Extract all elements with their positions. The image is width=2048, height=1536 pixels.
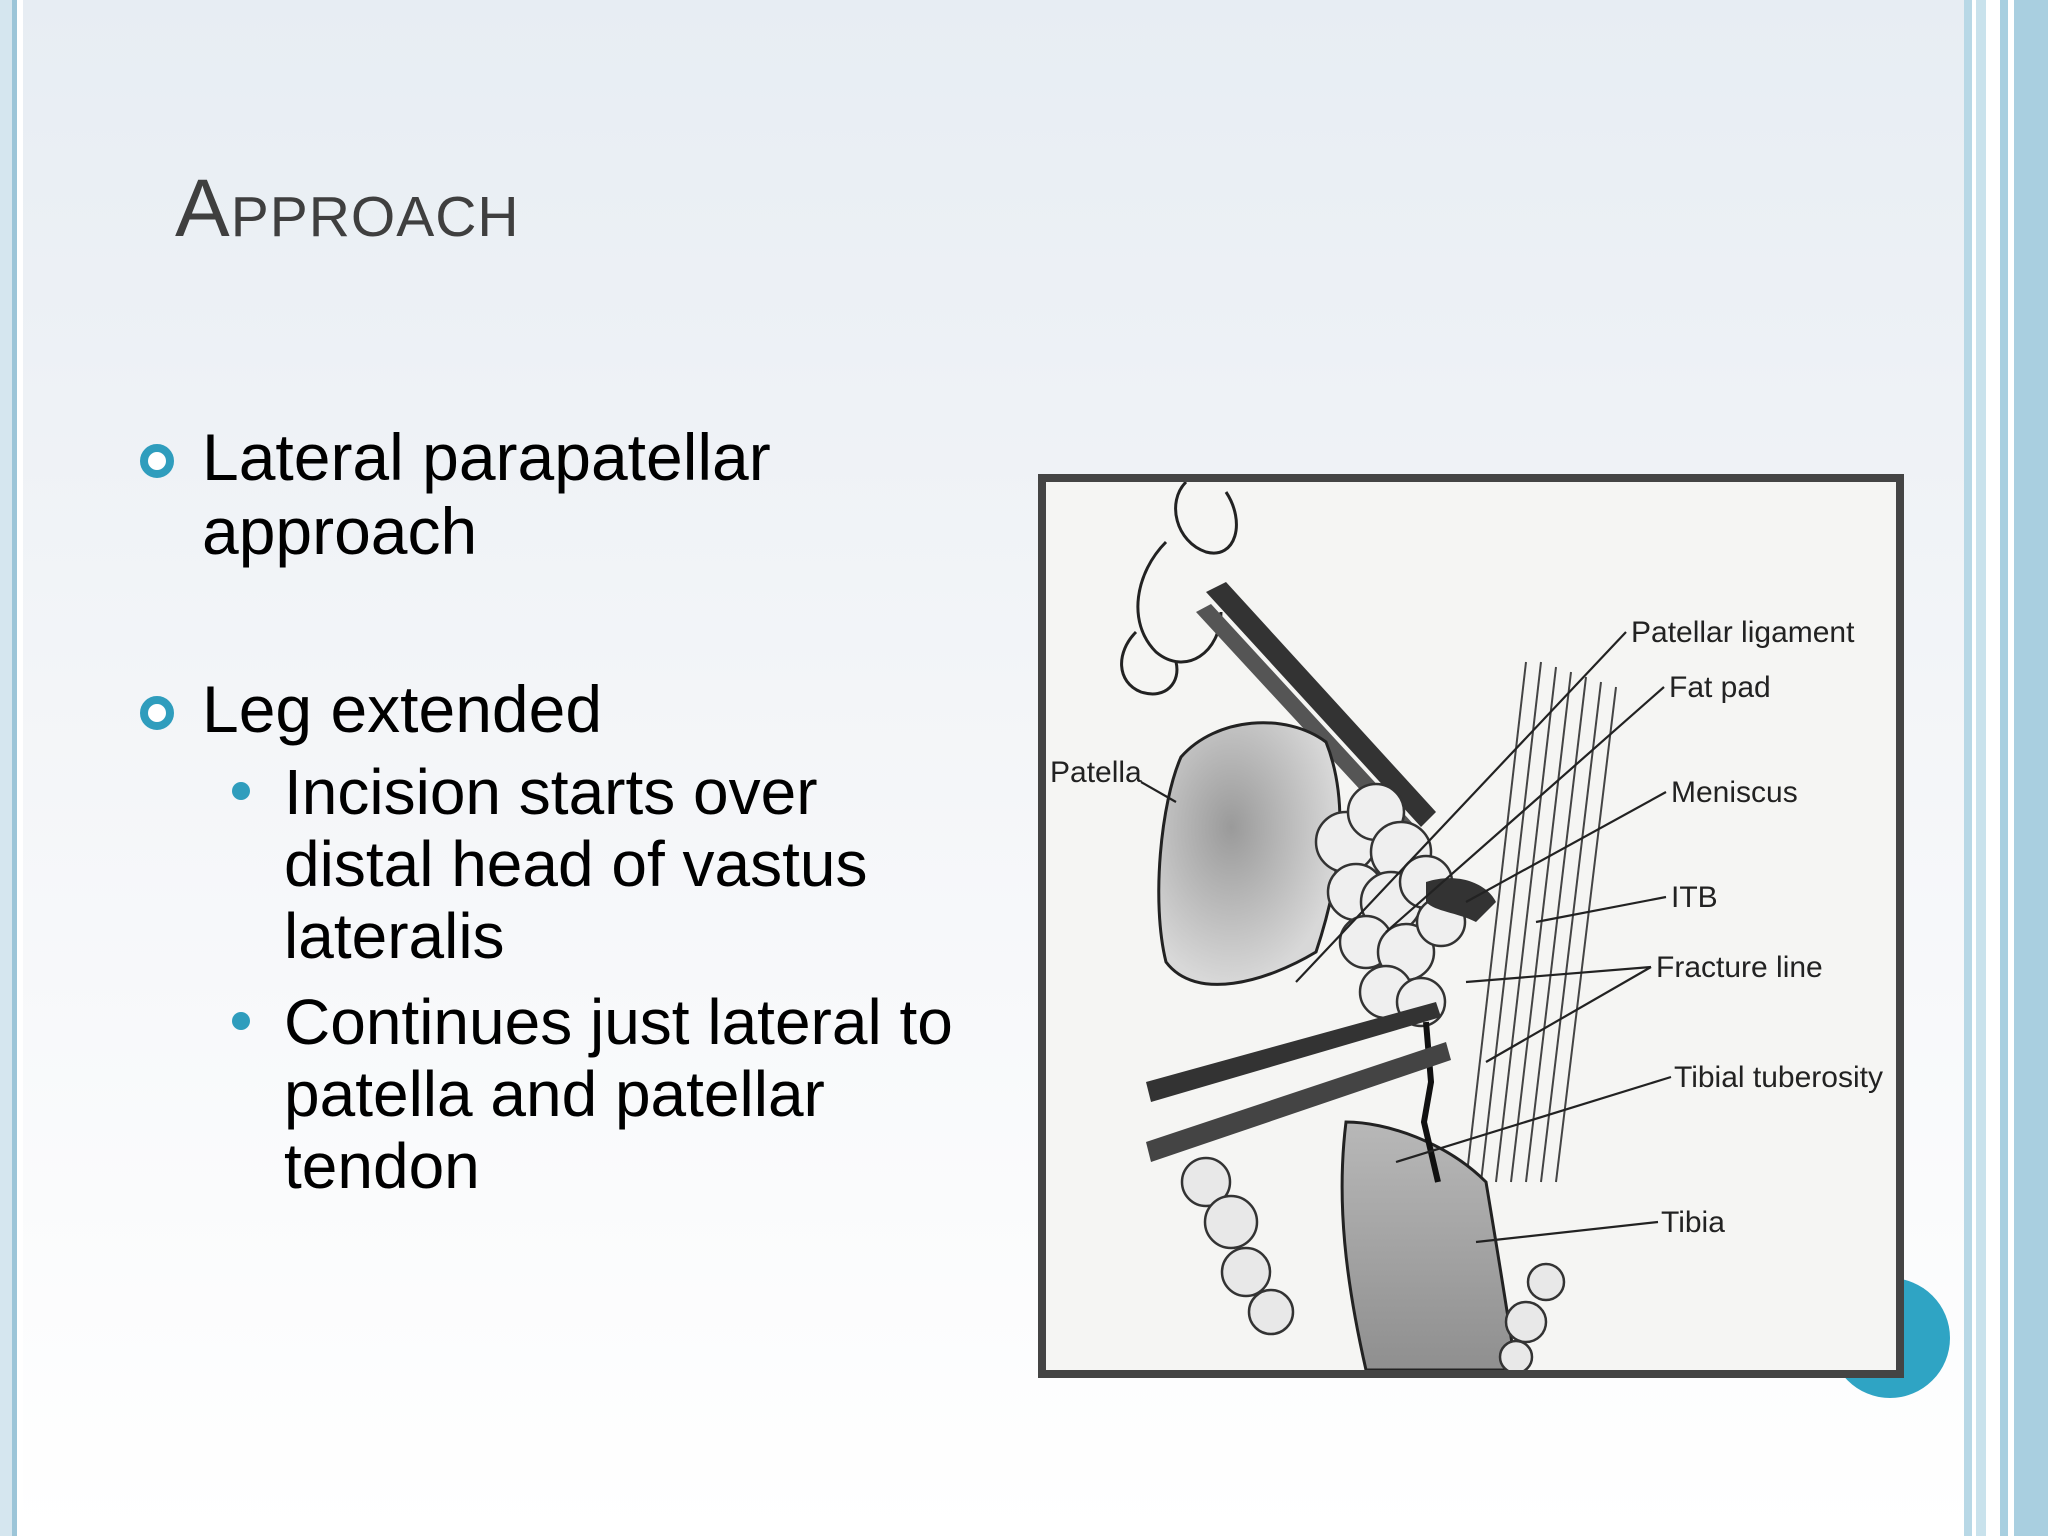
label-meniscus: Meniscus [1671, 776, 1798, 809]
fat-pad-illustration [1314, 782, 1467, 1028]
anatomy-figure: Patellar ligament Fat pad Patella Menisc… [1038, 474, 1904, 1378]
label-fracture-line: Fracture line [1656, 951, 1823, 984]
sub-bullet-item: Incision starts over distal head of vast… [140, 756, 970, 972]
label-tibia: Tibia [1661, 1206, 1725, 1239]
itb-illustration [1465, 661, 1617, 1183]
left-border-stripe [12, 0, 17, 1536]
retractor-illustration [1146, 1002, 1451, 1162]
dot-bullet-icon [232, 782, 250, 800]
label-itb: ITB [1671, 881, 1718, 914]
sub-bullet-list: Incision starts over distal head of vast… [202, 756, 970, 1202]
bullet-item: Lateral parapatellar approach [140, 420, 970, 568]
bullet-text: Lateral parapatellar approach [202, 420, 771, 568]
leader-lines [1140, 631, 1672, 1244]
left-border-stripe [17, 0, 23, 1536]
fingers-illustration [1120, 482, 1238, 696]
slide-title: Approach [175, 163, 520, 254]
label-patella: Patella [1050, 756, 1142, 789]
sub-bullet-text: Continues just lateral to patella and pa… [284, 986, 953, 1202]
ring-bullet-icon [140, 444, 174, 478]
tibia-shape [1340, 1120, 1518, 1370]
label-fat-pad: Fat pad [1669, 671, 1771, 704]
sub-bullet-text: Incision starts over distal head of vast… [284, 756, 868, 972]
label-tibial-tuberosity: Tibial tuberosity [1674, 1061, 1883, 1094]
left-border-stripe [0, 0, 12, 1536]
forceps-illustration [1196, 582, 1436, 834]
bullet-list: Lateral parapatellar approach Leg extend… [140, 420, 970, 1216]
bullet-item: Leg extended Incision starts over distal… [140, 672, 970, 1202]
patella-shape [1157, 721, 1342, 986]
bullet-text: Leg extended [202, 672, 603, 746]
label-patellar-ligament: Patellar ligament [1631, 616, 1855, 649]
right-border-band [1964, 0, 2048, 1536]
ring-bullet-icon [140, 696, 174, 730]
dot-bullet-icon [232, 1012, 250, 1030]
sub-bullet-item: Continues just lateral to patella and pa… [140, 986, 970, 1202]
